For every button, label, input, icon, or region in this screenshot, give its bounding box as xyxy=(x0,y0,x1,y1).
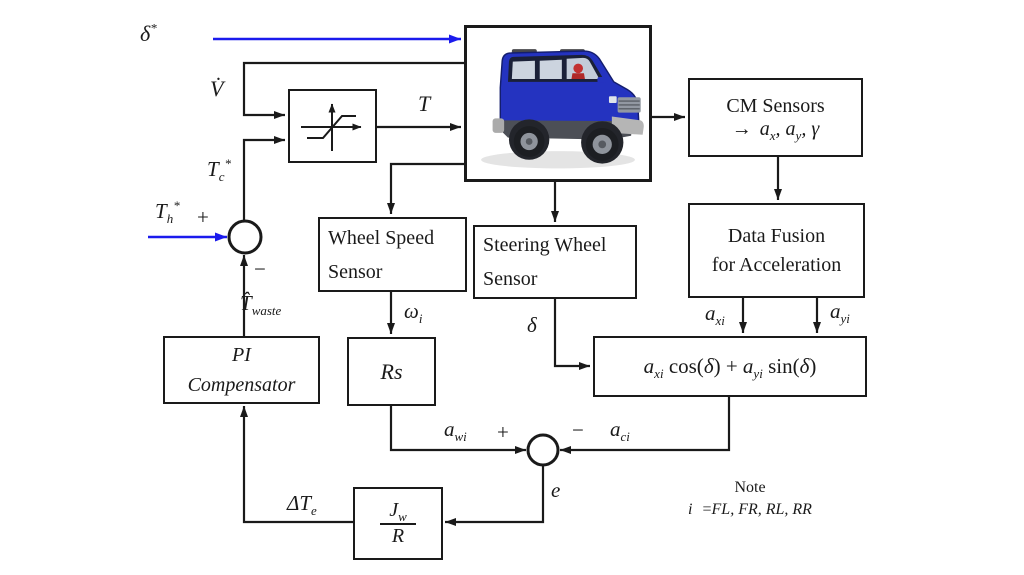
label-e: e xyxy=(551,478,561,502)
jw-over-r-block: Jw R xyxy=(353,487,443,560)
label-delta-te: ΔTe xyxy=(287,491,317,519)
formula-expression: axi cos(δ) + ayi sin(δ) xyxy=(643,354,817,382)
wheel-speed-line1: Wheel Speed xyxy=(328,226,435,249)
label-t-waste: T̂waste xyxy=(240,291,282,319)
line-rs-to-sum-b xyxy=(389,406,526,454)
vehicle-block xyxy=(464,25,652,182)
wheel-speed-line2: Sensor xyxy=(328,260,383,283)
line-delta-to-formula xyxy=(553,299,590,370)
data-fusion-line1: Data Fusion xyxy=(727,224,826,247)
cm-sensors-block: CM Sensors →ax,ay,γ xyxy=(688,78,863,157)
label-delta: δ xyxy=(527,313,537,337)
label-omega-i: ωi xyxy=(404,299,423,327)
pi-line1: PI xyxy=(232,344,251,366)
rs-label: Rs xyxy=(380,358,403,384)
steering-line2: Sensor xyxy=(483,268,538,290)
label-plus-a: + xyxy=(197,205,209,229)
line-jwr-to-pi xyxy=(240,406,353,524)
line-vdot-feedback xyxy=(242,61,464,119)
saturation-icon xyxy=(301,103,362,151)
pi-line2: Compensator xyxy=(187,374,296,396)
steering-wheel-sensor-block: Steering Wheel Sensor xyxy=(473,225,637,299)
label-minus-b: − xyxy=(572,418,584,442)
pi-compensator-block: PI Compensator xyxy=(163,336,320,404)
wheel-speed-sensor-block: Wheel Speed Sensor xyxy=(318,217,467,292)
label-minus-a: − xyxy=(254,257,266,281)
suv-icon xyxy=(481,49,644,169)
cm-sensors-outputs: →ax,ay,γ xyxy=(731,117,820,143)
label-plus-b: + xyxy=(497,420,509,444)
label-th-star: Th* xyxy=(155,198,180,227)
label-aci: aci xyxy=(610,417,630,445)
summing-junction-a xyxy=(227,219,263,255)
label-awi: awi xyxy=(444,417,467,445)
line-formula-to-sum-b xyxy=(560,397,731,454)
data-fusion-line2: for Acceleration xyxy=(711,253,842,276)
saturation-block xyxy=(288,89,377,163)
label-delta-star: δ* xyxy=(140,20,157,46)
line-tc-to-saturation xyxy=(242,136,285,221)
data-fusion-block: Data Fusion for Acceleration xyxy=(688,203,865,298)
label-t: T xyxy=(418,91,431,116)
note-title: Note xyxy=(734,479,766,496)
label-ayi: ayi xyxy=(830,299,850,327)
note-body: i=FL, FR, RL, RR xyxy=(688,501,812,518)
rs-block: Rs xyxy=(347,337,436,406)
label-v-dot: V̇ xyxy=(210,76,224,101)
label-axi: axi xyxy=(705,301,725,329)
summing-junction-b xyxy=(526,433,560,467)
label-tc-star: Tc* xyxy=(207,156,231,185)
right-arrow-glyph: → xyxy=(731,117,752,140)
formula-block: axi cos(δ) + ayi sin(δ) xyxy=(593,336,867,397)
jw-over-r-fraction: Jw R xyxy=(380,499,416,548)
line-vehicle-to-wheelspeed xyxy=(387,162,464,214)
note: Note i=FL, FR, RL, RR xyxy=(640,477,860,521)
cm-sensors-title: CM Sensors xyxy=(726,94,825,117)
steering-line1: Steering Wheel xyxy=(483,234,607,256)
line-e-to-jwr xyxy=(445,465,545,526)
